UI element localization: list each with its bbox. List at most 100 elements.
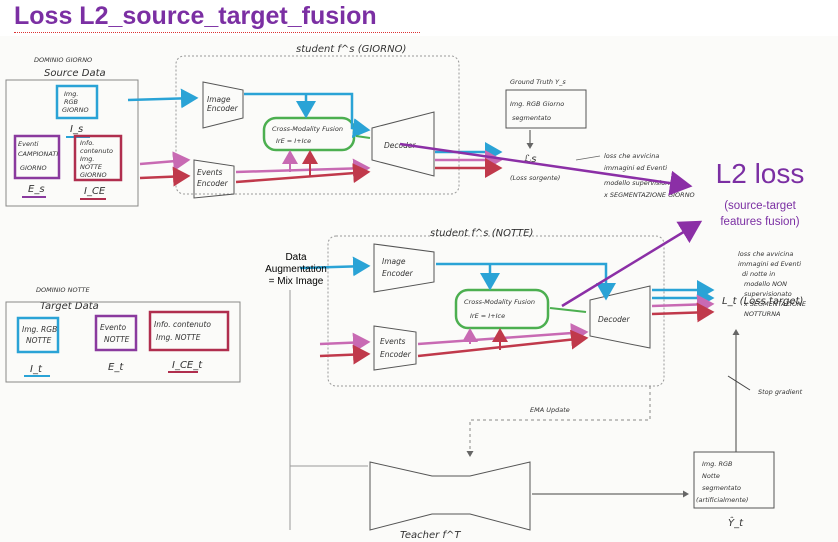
target-loss-block: L_t (Loss target) loss che avvicina imma… [722, 250, 807, 452]
target-header-line2: Target Data [40, 301, 99, 312]
l2-loss-arrows [399, 142, 703, 308]
note-target-line3: di notte in [742, 270, 775, 278]
source-events-box [13, 134, 61, 180]
note-source-line1: loss che avvicina [604, 152, 659, 160]
slide-title: Loss L2_source_target_fusion [14, 2, 377, 30]
source-info-line2: contenuto [80, 147, 113, 155]
target-data-panel: DOMINIO NOTTE Target Data Img. RGB NOTTE… [5, 286, 241, 383]
note-target-line1: loss che avvicina [738, 250, 793, 258]
aug-line-2: Augmentation [265, 264, 327, 275]
source-info-line4: NOTTE [80, 163, 103, 171]
teacher-network [369, 461, 531, 531]
source-fusion-block [262, 116, 356, 152]
student-target-block: student f^s (NOTTE) Image Encoder Events… [327, 228, 665, 387]
source-info-symbol: I_CE [84, 186, 106, 197]
source-info-line3: Img. [80, 155, 94, 163]
ground-truth-line2: segmentato [512, 114, 551, 122]
ground-truth-line1: Img. RGB Giorno [510, 100, 564, 108]
student-source-label: student f^s (GIORNO) [296, 44, 406, 55]
target-info-symbol: I_CE_t [172, 360, 203, 371]
source-info-line5: GIORNO [80, 171, 107, 179]
loss-source-label: (Loss sorgente) [510, 174, 560, 182]
pseudo-label-box [693, 451, 775, 509]
loss-target-label: L_t (Loss target) [722, 296, 803, 307]
source-events-encoder [193, 159, 235, 199]
source-rgb-box [55, 84, 99, 120]
augmentation-path [289, 290, 368, 530]
source-image-encoder-label1: Image [207, 95, 231, 104]
note-source-line2: immagini ed Eventi [604, 164, 667, 172]
student-target-label: student f^s (NOTTE) [430, 228, 533, 239]
source-decoder-label: Decoder [384, 141, 416, 150]
pseudo-label-line3: segmentato [702, 484, 741, 492]
source-arrows [127, 88, 503, 187]
source-rgb-line1: Img. [64, 90, 78, 98]
source-loss-note: loss che avvicina immagini ed Eventi mod… [575, 152, 695, 199]
ground-truth-block: Ground Truth Y_s Img. RGB Giorno segment… [505, 78, 587, 182]
pseudo-label-line1: Img. RGB [702, 460, 733, 468]
target-fusion-line2: IrE = I+Ice [470, 312, 505, 320]
target-events-line1: Evento [100, 323, 126, 332]
target-arrows [299, 256, 715, 365]
target-events-encoder [373, 325, 417, 371]
teacher-label: Teacher f^T [400, 530, 461, 541]
source-rgb-line2: RGB [64, 98, 79, 106]
target-rgb-line1: Img. RGB [22, 325, 57, 334]
target-fusion-line1: Cross-Modality Fusion [464, 298, 535, 306]
source-fusion-line2: IrE = I+Ice [276, 137, 311, 145]
target-events-encoder-label1: Events [380, 337, 405, 346]
source-events-line2: CAMPIONATI [18, 150, 58, 158]
target-image-encoder-label2: Encoder [382, 269, 414, 278]
note-target-line4: modello NON [744, 280, 787, 288]
source-data-panel: DOMINIO GIORNO Source Data Img. RGB GIOR… [5, 56, 139, 207]
note-target-line6: x SEGMENTAZIONE [743, 300, 807, 308]
target-rgb-symbol: I_t [30, 364, 43, 375]
ground-truth-label: Ground Truth Y_s [510, 78, 566, 86]
l2-sub-line-2: features fusion) [720, 216, 800, 228]
aug-line-1: Data [285, 252, 307, 263]
title-underline [14, 32, 420, 33]
source-header-line1: DOMINIO GIORNO [34, 56, 92, 64]
note-source-line3: modello supervisionato [604, 179, 680, 187]
note-target-line7: NOTTURNA [744, 310, 781, 318]
source-rgb-line3: GIORNO [62, 106, 89, 114]
source-decoder [371, 111, 435, 177]
pseudo-label-line2: Notte [702, 472, 720, 480]
target-rgb-line2: NOTTE [26, 336, 52, 345]
source-rgb-symbol: I_s [70, 124, 83, 135]
target-decoder [589, 285, 651, 349]
source-events-line1: Eventi [18, 140, 39, 148]
target-image-encoder-label1: Image [382, 257, 406, 266]
target-image-encoder [373, 243, 435, 293]
note-source-line4: x SEGMENTAZIONE GIORNO [603, 191, 695, 199]
source-header-line2: Source Data [44, 68, 106, 79]
target-events-encoder-label2: Encoder [380, 350, 412, 359]
pseudo-label-symbol: Ŷ_t [728, 516, 744, 529]
target-info-box [148, 310, 230, 352]
ema-update-label: EMA Update [530, 406, 570, 414]
l2-loss-subtitle: (source-target features fusion) [700, 198, 820, 230]
source-info-box [73, 134, 123, 182]
target-fusion-block [454, 288, 550, 330]
target-rgb-box [16, 316, 60, 354]
source-events-encoder-label1: Events [197, 168, 222, 177]
stop-gradient-label: Stop gradient [758, 388, 803, 396]
source-events-encoder-label2: Encoder [197, 179, 229, 188]
source-image-encoder [202, 81, 244, 129]
l2-loss-title: L2 loss [715, 158, 805, 189]
pseudo-label-line4: (artificialmente) [696, 496, 748, 504]
target-info-line1: Info. contenuto [154, 320, 211, 329]
source-image-encoder-label2: Encoder [207, 104, 239, 113]
l2-sub-line-1: (source-target [724, 200, 796, 212]
source-events-line3: GIORNO [20, 164, 47, 172]
source-info-line1: Info. [80, 139, 94, 147]
target-info-line2: Img. NOTTE [156, 333, 201, 342]
data-augmentation-label: Data Augmentation = Mix Image [256, 252, 336, 288]
teacher-block: EMA Update Teacher f^T Img. RGB Notte se… [369, 386, 775, 541]
target-header-line1: DOMINIO NOTTE [36, 286, 91, 294]
source-events-symbol: E_s [28, 184, 45, 195]
source-fusion-line1: Cross-Modality Fusion [272, 125, 343, 133]
target-events-box [94, 314, 138, 352]
note-target-line2: immagini ed Eventi [738, 260, 801, 268]
loss-source-symbol: ℒs [524, 154, 536, 165]
